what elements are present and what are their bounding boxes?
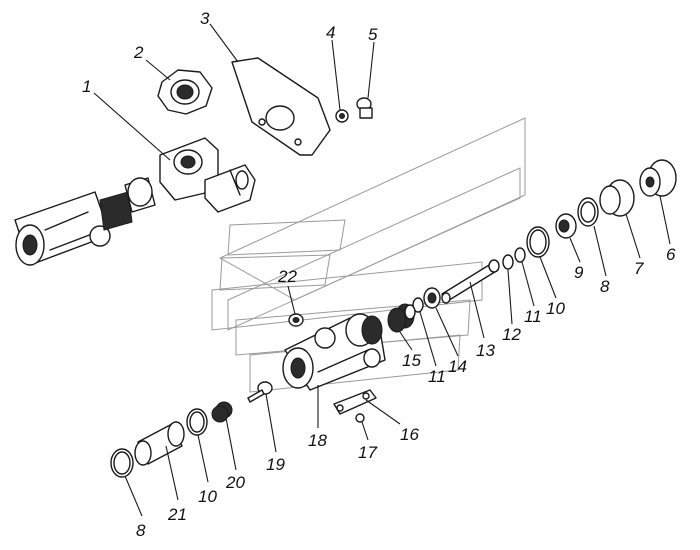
part-4-washer xyxy=(335,109,349,123)
callout-1: 1 xyxy=(82,77,91,96)
callout-4: 4 xyxy=(326,23,335,42)
callout-19: 19 xyxy=(266,455,285,474)
callout-20: 20 xyxy=(225,473,245,492)
callout-12: 12 xyxy=(502,325,521,344)
part-9-seat xyxy=(555,213,577,239)
callout-7: 7 xyxy=(634,259,644,278)
callout-labels: 1 2 3 4 5 6 7 8 9 10 11 12 13 14 11 15 1… xyxy=(82,9,676,540)
callout-10-upper: 10 xyxy=(546,299,565,318)
callout-22: 22 xyxy=(277,267,297,286)
callout-11-upper: 11 xyxy=(524,307,542,326)
part-8-ring-lower xyxy=(110,448,134,478)
callout-8-upper: 8 xyxy=(600,277,610,296)
callout-3: 3 xyxy=(200,9,210,28)
part-22-ring xyxy=(288,313,304,327)
part-20-spring xyxy=(211,401,233,423)
callout-21: 21 xyxy=(167,505,187,524)
callout-10-lower: 10 xyxy=(198,487,217,506)
part-11-ring-upper xyxy=(514,247,526,263)
callout-11-lower: 11 xyxy=(428,367,446,386)
assembled-valve xyxy=(14,177,156,266)
callout-16: 16 xyxy=(400,425,419,444)
part-8-ring-upper xyxy=(577,197,599,227)
part-13-stem xyxy=(441,259,500,304)
callout-5: 5 xyxy=(368,25,378,44)
part-2-nut xyxy=(157,69,213,115)
callout-9: 9 xyxy=(574,263,584,282)
callout-15: 15 xyxy=(402,351,421,370)
part-15-spring xyxy=(387,303,416,333)
part-16-plate xyxy=(333,389,377,415)
callout-13: 13 xyxy=(476,341,495,360)
part-11-ring-lower xyxy=(412,297,424,313)
callout-2: 2 xyxy=(133,43,144,62)
part-21-plunger xyxy=(134,421,185,466)
part-14-washer xyxy=(423,287,441,309)
part-7-cup xyxy=(599,179,635,217)
callout-14: 14 xyxy=(448,357,467,376)
part-5-screw xyxy=(356,97,373,119)
part-17-screw xyxy=(355,413,365,423)
part-3-gasket xyxy=(231,57,331,156)
leader-lines xyxy=(93,23,671,517)
part-19-pin xyxy=(247,381,273,403)
callout-18: 18 xyxy=(308,431,327,450)
callout-6: 6 xyxy=(666,245,676,264)
callout-8-lower: 8 xyxy=(136,521,146,540)
part-1-bracket xyxy=(159,137,256,213)
part-12-ring xyxy=(502,254,514,270)
part-6-cap xyxy=(639,159,677,197)
callout-17: 17 xyxy=(358,443,377,462)
background-plates xyxy=(211,117,526,393)
part-10-oring-lower xyxy=(186,408,208,436)
part-18-body xyxy=(282,313,386,391)
part-10-oring-upper xyxy=(526,226,550,258)
